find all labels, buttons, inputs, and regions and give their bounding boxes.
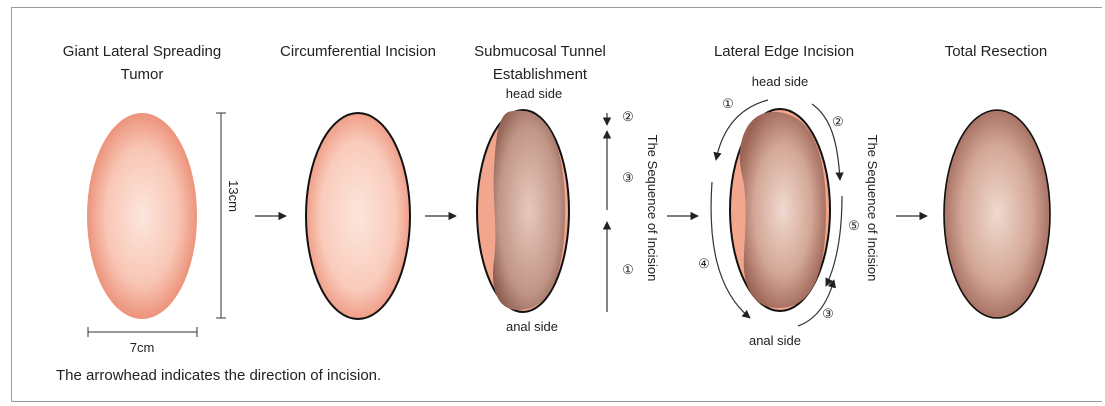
- tunnel-anal-side-label: anal side: [506, 319, 558, 334]
- tunnel-mark-3: ③: [622, 170, 634, 185]
- lateral-mark-3: ③: [822, 306, 834, 321]
- lateral-mark-1: ①: [722, 96, 734, 111]
- lateral-head-side-label: head side: [752, 74, 808, 89]
- lateral-mark-5: ⑤: [848, 218, 860, 233]
- stage-3-title-line-1: Submucosal Tunnel: [474, 43, 606, 60]
- width-dimension-label: 7cm: [130, 340, 155, 355]
- stage-5-title: Total Resection: [945, 43, 1048, 60]
- lateral-mark-4: ④: [698, 256, 710, 271]
- height-dimension-label: 13cm: [226, 180, 241, 212]
- stage-4-title: Lateral Edge Incision: [714, 43, 854, 60]
- tunnel-mark-2: ②: [622, 109, 634, 124]
- stage-1-title-line-2: Tumor: [121, 66, 164, 83]
- lateral-anal-side-label: anal side: [749, 333, 801, 348]
- lateral-sequence-label: The Sequence of Incision: [865, 135, 880, 282]
- lateral-resected-area: [740, 112, 826, 308]
- stage-3-title-line-2: Establishment: [493, 66, 588, 83]
- footnote: The arrowhead indicates the direction of…: [56, 367, 381, 384]
- stage-1-title-line-1: Giant Lateral Spreading: [63, 43, 221, 60]
- tumor-lesion: [87, 113, 197, 319]
- circumferential-incision-lesion: [306, 113, 410, 319]
- tunnel-head-side-label: head side: [506, 86, 562, 101]
- resected-specimen: [944, 110, 1050, 318]
- tunnel-mark-1: ①: [622, 262, 634, 277]
- tunnel-sequence-label: The Sequence of Incision: [645, 135, 660, 282]
- stage-2-title: Circumferential Incision: [280, 43, 436, 60]
- submucosal-tunnel-area: [493, 111, 565, 310]
- lateral-mark-2: ②: [832, 114, 844, 129]
